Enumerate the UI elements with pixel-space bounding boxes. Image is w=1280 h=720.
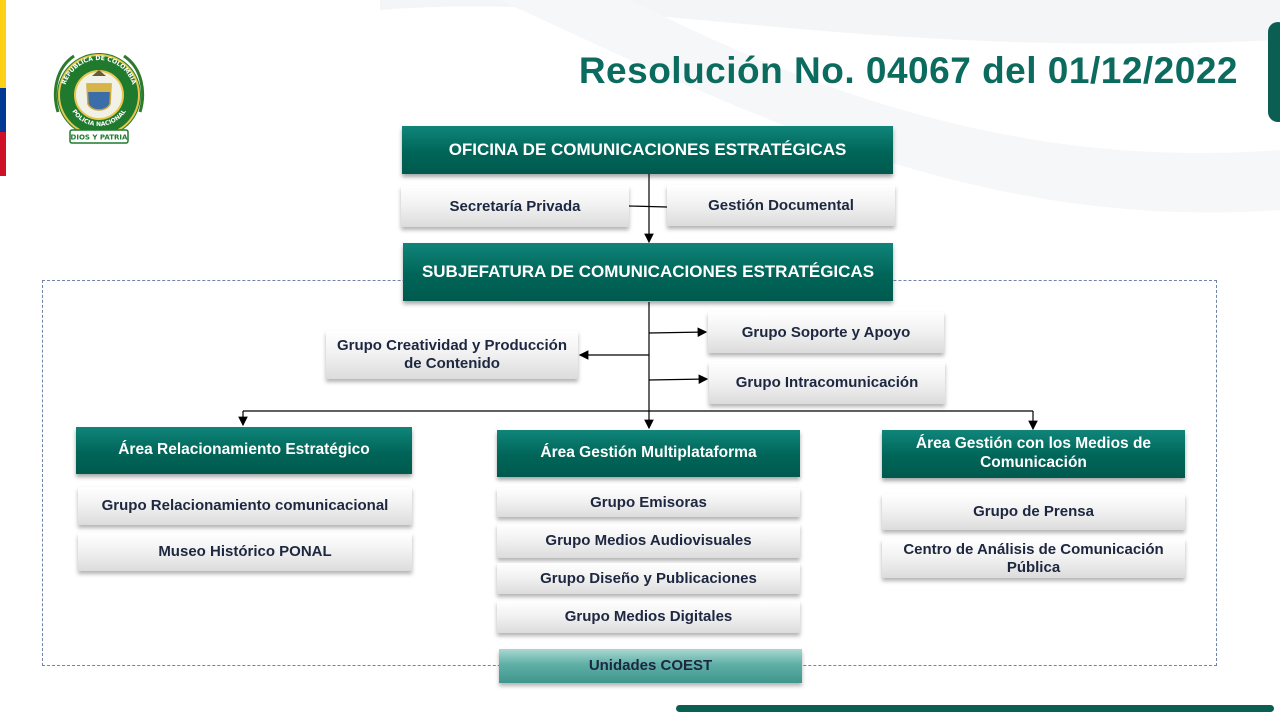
connector-soporte <box>648 327 708 337</box>
grupo-prensa-box: Grupo de Prensa <box>882 494 1185 530</box>
grupo-intracomunicacion-box: Grupo Intracomunicación <box>709 362 945 404</box>
bottom-bar-decoration <box>676 705 1274 712</box>
connector-staff-units <box>628 205 668 208</box>
page-title: Resolución No. 04067 del 01/12/2022 <box>578 50 1238 91</box>
emblem-motto-text: DIOS Y PATRIA <box>71 134 128 142</box>
gestion-documental-box: Gestión Documental <box>667 185 895 226</box>
area-medios-box: Área Gestión con los Medios de Comunicac… <box>882 430 1185 478</box>
centro-analisis-box: Centro de Análisis de Comunicación Públi… <box>882 539 1185 578</box>
secretaria-privada-box: Secretaría Privada <box>401 186 629 227</box>
subjefatura-box: SUBJEFATURA DE COMUNICACIONES ESTRATÉGIC… <box>403 243 893 301</box>
museo-historico-box: Museo Histórico PONAL <box>78 533 412 571</box>
area-relacionamiento-box: Área Relacionamiento Estratégico <box>76 427 412 474</box>
flag-stripe-yellow <box>0 0 6 88</box>
grupo-relacionamiento-box: Grupo Relacionamiento comunicacional <box>78 487 412 525</box>
flag-stripe-blue <box>0 88 6 132</box>
grupo-medios-digitales-box: Grupo Medios Digitales <box>497 601 800 633</box>
unidades-coest-box: Unidades COEST <box>499 649 802 683</box>
side-tab-decoration <box>1268 22 1280 122</box>
connector-intracomunicacion <box>648 374 709 384</box>
flag-stripe-red <box>0 132 6 176</box>
police-emblem-logo: REPUBLICA DE COLOMBIA POLICIA NACIONAL D… <box>46 42 152 153</box>
area-multiplataforma-box: Área Gestión Multiplataforma <box>497 430 800 477</box>
grupo-diseno-publicaciones-box: Grupo Diseño y Publicaciones <box>497 563 800 594</box>
grupo-medios-audiovisuales-box: Grupo Medios Audiovisuales <box>497 524 800 558</box>
grupo-emisoras-box: Grupo Emisoras <box>497 488 800 517</box>
grupo-soporte-box: Grupo Soporte y Apoyo <box>708 312 944 353</box>
background-swoosh <box>380 0 1280 213</box>
oficina-box: OFICINA DE COMUNICACIONES ESTRATÉGICAS <box>402 126 893 174</box>
grupo-creatividad-box: Grupo Creatividad y Producción de Conten… <box>326 331 578 379</box>
